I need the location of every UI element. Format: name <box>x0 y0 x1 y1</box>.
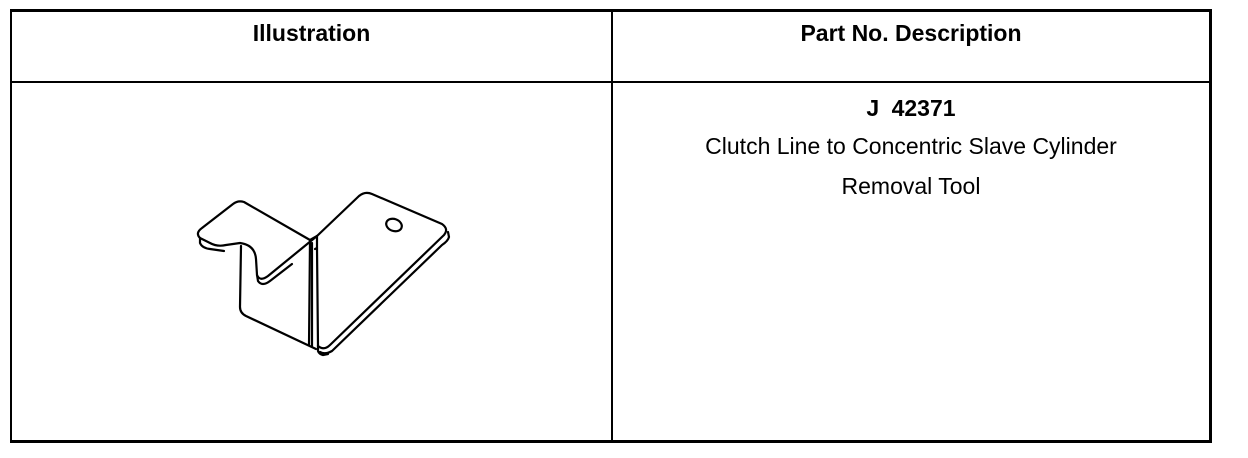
part-description-line: Removal Tool <box>841 173 981 199</box>
illustration-cell <box>12 83 611 440</box>
column-divider <box>611 12 613 440</box>
part-description: Clutch Line to Concentric Slave Cylinder… <box>613 126 1209 206</box>
part-description-cell: J 42371 Clutch Line to Concentric Slave … <box>613 83 1209 440</box>
part-description-line: Clutch Line to Concentric Slave Cylinder <box>705 133 1117 159</box>
special-tools-table: Illustration Part No. Description <box>10 9 1212 443</box>
header-illustration: Illustration <box>252 20 371 46</box>
clutch-slave-cylinder-removal-tool-icon <box>196 191 451 357</box>
part-number: J 42371 <box>866 95 956 121</box>
header-part-no-description: Part No. Description <box>800 20 1022 46</box>
table-header-row: Illustration Part No. Description <box>12 12 1209 83</box>
